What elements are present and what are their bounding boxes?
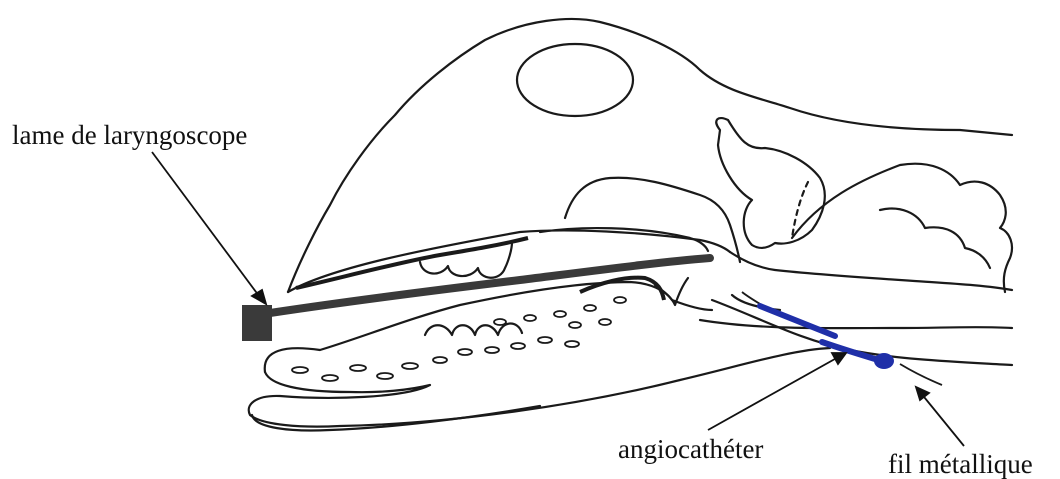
tongue-outline (265, 282, 712, 372)
catheter-leader-line (708, 355, 842, 430)
neck-upper-contour (792, 164, 1012, 292)
tongue-dots (292, 297, 626, 381)
laryngoscope-handle (242, 305, 272, 341)
label-metal-wire: fil métallique (888, 451, 1033, 478)
wire-arrowhead (916, 387, 929, 400)
lower-teeth (425, 323, 522, 335)
catheter-hub (874, 353, 894, 369)
blade-arrowhead (252, 290, 266, 304)
catheter-arrowhead (832, 353, 846, 364)
cervical-vertebrae (880, 209, 990, 268)
angiocatheter (760, 306, 885, 362)
eye-orbit (517, 44, 633, 116)
pharynx-upper-wall (730, 252, 1012, 290)
mandible-outline (249, 348, 830, 427)
skull-outline (288, 19, 1012, 292)
label-angiocatheter: angiocathéter (618, 436, 763, 463)
nasal-passage (565, 178, 740, 262)
label-laryngoscope-blade: lame de laryngoscope (12, 122, 247, 149)
trachea-upper-wall (700, 320, 1012, 328)
wire-leader-line (920, 392, 964, 446)
blade-leader-line (152, 152, 262, 300)
guide-wire (742, 292, 942, 385)
laryngoscope-blade (270, 258, 710, 313)
